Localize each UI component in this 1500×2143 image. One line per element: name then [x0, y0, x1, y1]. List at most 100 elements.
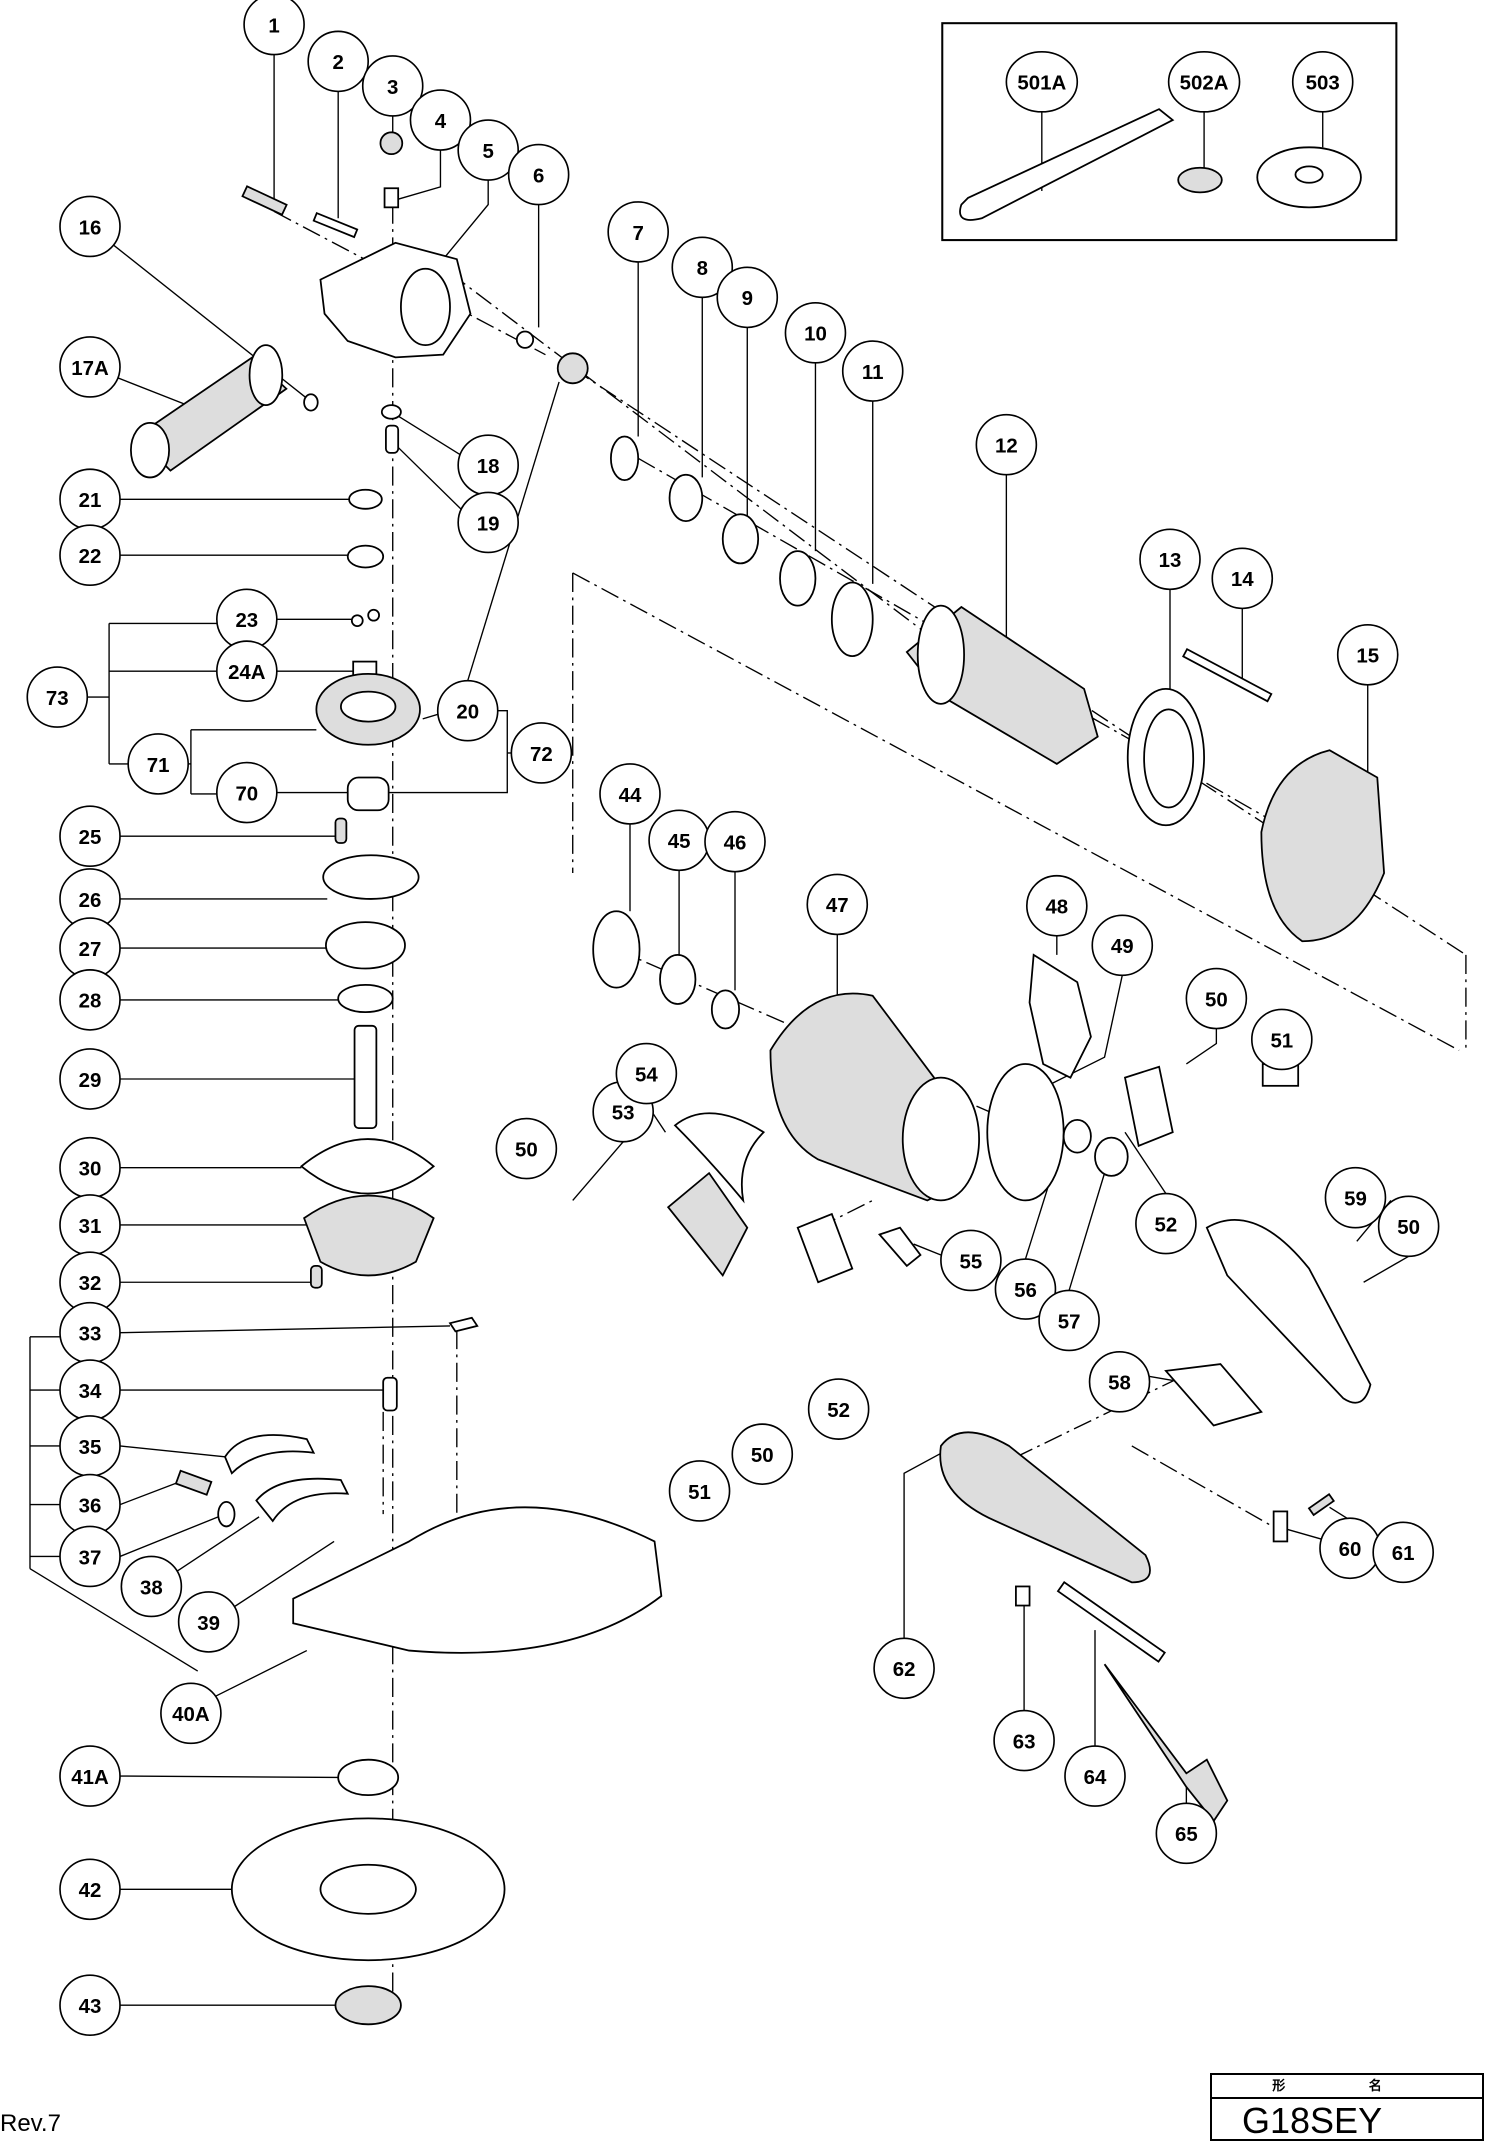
callout-34: 34	[59, 1359, 121, 1421]
clamp-38-shape	[255, 1477, 350, 1523]
callout-circle	[216, 640, 278, 702]
callout-circle	[599, 763, 661, 825]
callout-circle	[1155, 1802, 1218, 1865]
callout-number: 26	[79, 889, 102, 912]
washer-37-shape	[217, 1500, 236, 1528]
callout-24A: 24A	[216, 640, 278, 702]
callout-number: 12	[995, 435, 1018, 458]
callout-circle	[731, 1423, 794, 1485]
callout-circle	[457, 491, 519, 554]
leader-lines	[29, 54, 1467, 2006]
callout-502A: 502A	[1167, 51, 1241, 113]
callout-18: 18	[457, 434, 519, 496]
callout-number: 42	[79, 1879, 102, 1902]
callout-circle	[507, 143, 570, 206]
armature-fan-shape	[916, 604, 965, 705]
callout-number: 2	[332, 51, 343, 74]
callout-28: 28	[59, 969, 121, 1031]
bearing-8-shape	[668, 473, 704, 522]
callout-63: 63	[993, 1709, 1055, 1772]
callout-number: 47	[826, 894, 849, 917]
callout-number: 10	[804, 323, 827, 346]
callout-number: 37	[79, 1546, 102, 1569]
callout-60: 60	[1319, 1517, 1381, 1580]
callout-4: 4	[409, 89, 472, 151]
callout-circle	[59, 969, 121, 1031]
callout-32: 32	[59, 1251, 121, 1314]
callout-number: 6	[533, 164, 544, 187]
callout-circle	[59, 1974, 121, 2037]
leader-line	[1124, 1131, 1167, 1194]
callout-12: 12	[975, 413, 1038, 476]
callout-45: 45	[648, 809, 710, 872]
callout-50a: 50	[1185, 967, 1248, 1030]
callout-circle	[993, 1709, 1055, 1772]
callout-number: 1	[268, 14, 279, 37]
callout-15: 15	[1336, 623, 1399, 686]
callout-number: 50	[515, 1138, 538, 1161]
callout-circle	[59, 336, 121, 398]
callout-circle	[120, 1555, 183, 1618]
callout-circle	[1211, 547, 1274, 610]
part-shapes	[130, 108, 1385, 2026]
callout-number: 52	[827, 1399, 850, 1422]
callout-number: 35	[79, 1436, 102, 1459]
callout-number: 72	[530, 743, 553, 766]
callout-number: 13	[1159, 549, 1182, 572]
callout-circle	[806, 873, 869, 936]
callout-circle	[457, 119, 519, 181]
callout-circle	[1038, 1289, 1100, 1352]
callout-33: 33	[59, 1301, 121, 1364]
callout-65: 65	[1155, 1802, 1218, 1865]
baffle-11-shape	[830, 581, 874, 658]
callout-38: 38	[120, 1555, 183, 1618]
callout-circle	[807, 1378, 870, 1440]
screw-14-shape	[1182, 648, 1273, 703]
callout-number: 39	[197, 1612, 220, 1635]
callout-circle	[59, 195, 121, 258]
callout-6: 6	[507, 143, 570, 206]
bearing-cover-26-shape	[322, 854, 420, 900]
callout-number: 50	[1397, 1216, 1420, 1239]
callout-circle	[668, 1460, 731, 1522]
callout-52a: 52	[1135, 1192, 1197, 1255]
callout-circle	[59, 1858, 121, 1921]
wheel-guard-40A-shape	[292, 1506, 663, 1654]
callout-number: 25	[79, 826, 102, 849]
bevel-gear-hub-shape	[340, 690, 397, 723]
callout-circle	[1377, 1195, 1440, 1258]
callout-58: 58	[1088, 1351, 1151, 1413]
callout-29: 29	[59, 1048, 121, 1110]
leader-line	[397, 150, 442, 200]
callout-circle	[1185, 967, 1248, 1030]
callout-circle	[59, 1048, 121, 1110]
callout-70: 70	[216, 761, 278, 824]
callout-number: 27	[79, 938, 102, 961]
callout-number: 73	[46, 687, 69, 710]
switch-58-shape	[1164, 1363, 1263, 1427]
holder-52b-shape	[796, 1212, 854, 1284]
callout-46: 46	[704, 810, 766, 873]
callout-43: 43	[59, 1974, 121, 2037]
callout-51a: 51	[1251, 1008, 1313, 1071]
washer-28-shape	[337, 983, 394, 1014]
deflector-54-shape	[673, 1112, 766, 1204]
assembly-axis-line	[273, 210, 546, 356]
callout-40A: 40A	[160, 1682, 222, 1745]
callout-17A: 17A	[59, 336, 121, 398]
callout-circle	[1064, 1745, 1126, 1807]
callout-13: 13	[1139, 528, 1201, 591]
callout-5: 5	[457, 119, 519, 181]
leader-line	[170, 1516, 260, 1577]
inlet-cover-53-shape	[666, 1171, 749, 1278]
callout-number: 40A	[172, 1703, 210, 1726]
callout-42: 42	[59, 1858, 121, 1921]
band-35-shape	[224, 1434, 316, 1475]
nut-6-shape	[515, 330, 535, 349]
callout-number: 48	[1045, 896, 1068, 919]
accessories-box	[941, 22, 1398, 242]
callout-circle	[243, 0, 305, 56]
callout-circle	[1372, 1521, 1434, 1584]
callout-number: 5	[482, 140, 493, 163]
